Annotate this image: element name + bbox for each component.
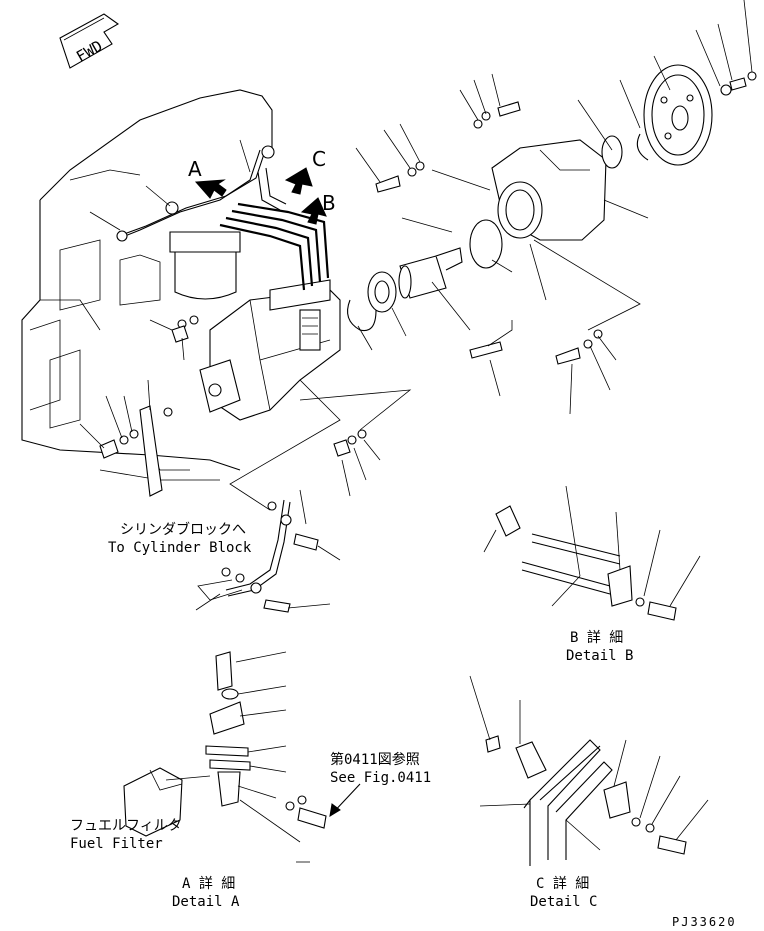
detail-a-drawing: [123, 651, 361, 863]
o-ring: [469, 219, 503, 269]
nuts-middle: [333, 429, 367, 457]
view-label-a: A: [188, 157, 202, 181]
fwd-label: FWD: [73, 37, 105, 66]
fuel-filter-note-jp: フュエルフィルタ: [70, 818, 182, 834]
view-arrow-a: [194, 179, 227, 199]
drawing-code: PJ33620: [672, 915, 737, 929]
drive-gear: [643, 64, 713, 166]
view-arrow-b: [300, 197, 327, 225]
detail-a-title-en: Detail A: [172, 894, 240, 910]
stud-bolt: [469, 341, 503, 359]
drive-shaft: [398, 247, 463, 299]
bearing: [367, 271, 397, 313]
cylinder-block-pipe: [195, 489, 341, 613]
fuel-pipes: [116, 145, 330, 291]
see-fig-note-jp: 第0411図参照: [330, 751, 420, 768]
detail-b-drawing: [483, 485, 701, 621]
detail-b-title-en: Detail B: [566, 648, 633, 664]
coupling: [601, 133, 649, 169]
engine-block: [21, 89, 273, 481]
detail-c-title-en: Detail C: [530, 894, 597, 910]
injection-pump: [199, 279, 341, 421]
view-arrow-c: [284, 167, 313, 195]
drive-housing: [491, 139, 607, 241]
fuel-filter-note-en: Fuel Filter: [70, 836, 163, 852]
pump-bracket: [99, 315, 199, 497]
view-label-c: C: [312, 147, 326, 171]
detail-c-drawing: [469, 675, 709, 866]
detail-a-title-jp: A 詳 細: [182, 876, 235, 892]
see-fig-note-en: See Fig.0411: [330, 770, 431, 786]
detail-c-title-jp: C 詳 細: [536, 876, 589, 892]
bolts-right: [555, 329, 603, 365]
cylinder-block-note-jp: シリンダブロックへ: [120, 521, 246, 538]
detail-b-title-jp: B 詳 細: [570, 630, 623, 646]
view-label-b: B: [322, 191, 336, 215]
leader-lines-main: [79, 0, 753, 511]
cylinder-block-note-en: To Cylinder Block: [108, 540, 252, 556]
bolts-top: [375, 71, 757, 193]
fuel-filter: [169, 231, 241, 300]
forward-arrow-icon: FWD: [59, 13, 120, 69]
